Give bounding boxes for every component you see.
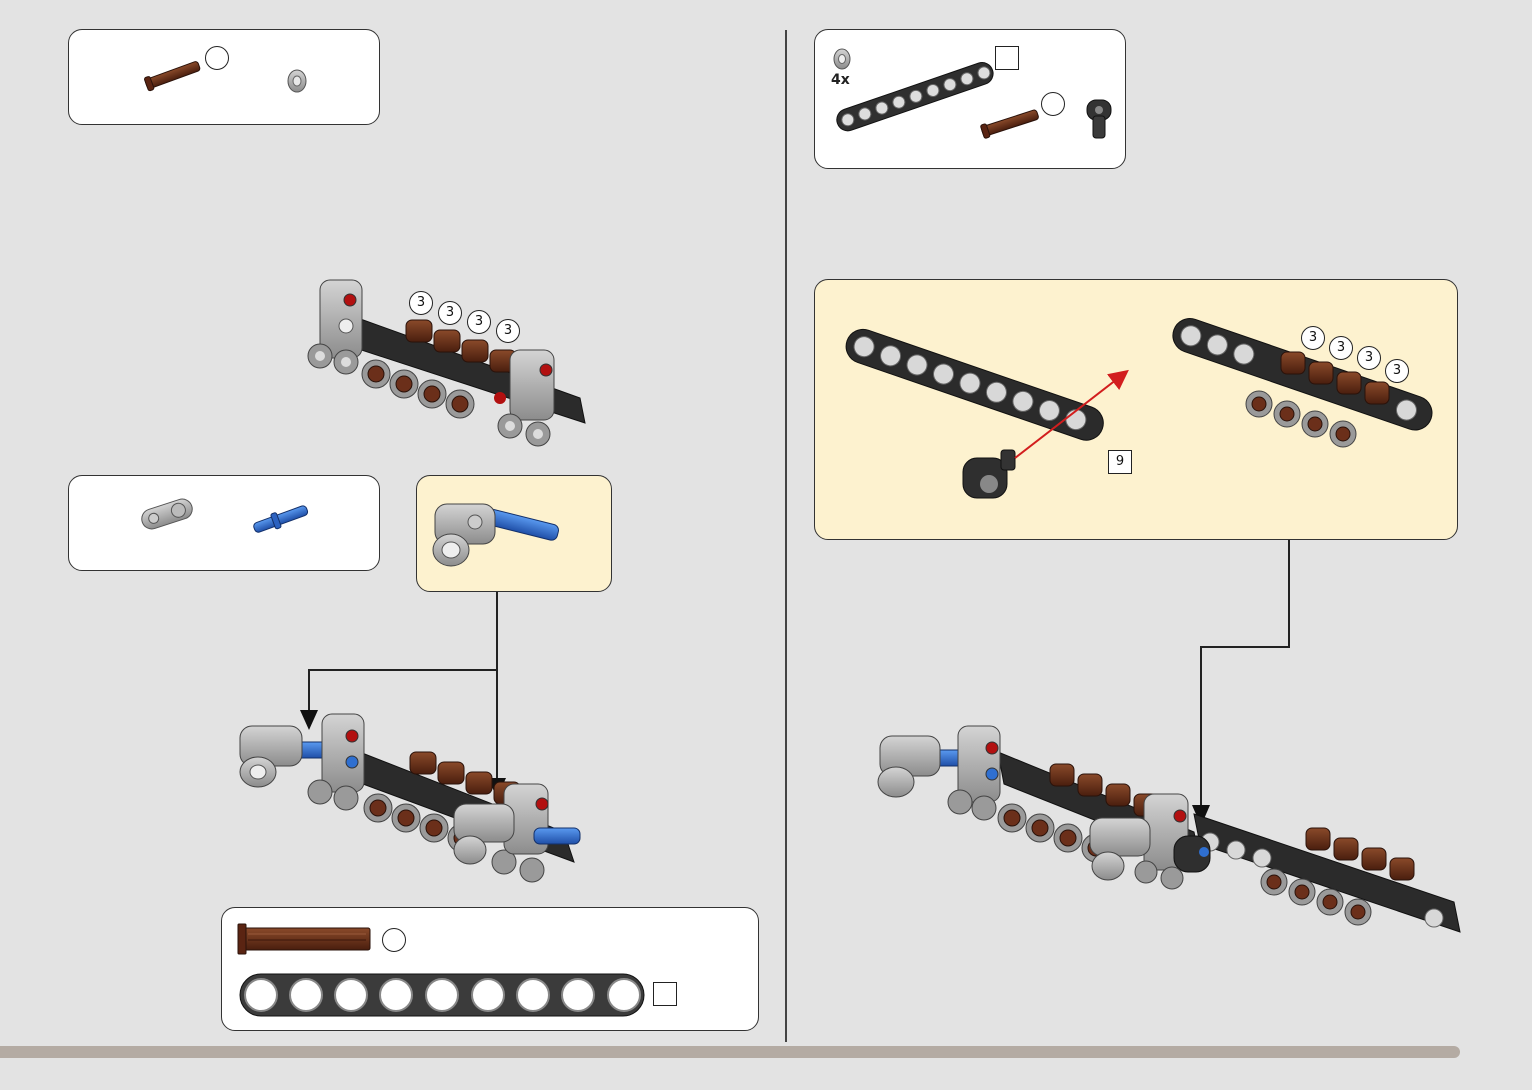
callout-7: 3 (1357, 346, 1381, 370)
axle-small-quantity (1041, 92, 1065, 116)
axle-brown-small-icon (977, 108, 1043, 138)
callout-6: 3 (1329, 336, 1353, 360)
step-b-assembly (234, 712, 594, 887)
long-axle-quantity (382, 928, 406, 952)
page-divider (785, 30, 787, 1042)
beam-9-small-icon (829, 52, 999, 142)
rotate-marker: 9 (1108, 450, 1132, 474)
axle-long-brown-icon (236, 924, 376, 954)
angle-connector-black-icon (1085, 96, 1113, 140)
parts-list-3 (221, 907, 759, 1031)
callout-8: 3 (1385, 359, 1409, 383)
callout-5: 3 (1301, 326, 1325, 350)
beam-small-quantity (995, 46, 1019, 70)
page-progress-bar (0, 1046, 1460, 1058)
parts-list-4: 4x (814, 29, 1126, 169)
beam-with-axles-model (1159, 332, 1449, 472)
beam-9-icon (238, 972, 648, 1018)
beam-quantity (653, 982, 677, 1006)
beam-with-connector-model (829, 336, 1129, 526)
sub-assembly-2: 9 3 3 3 3 (814, 279, 1458, 540)
step-c-assembly (874, 722, 1464, 947)
